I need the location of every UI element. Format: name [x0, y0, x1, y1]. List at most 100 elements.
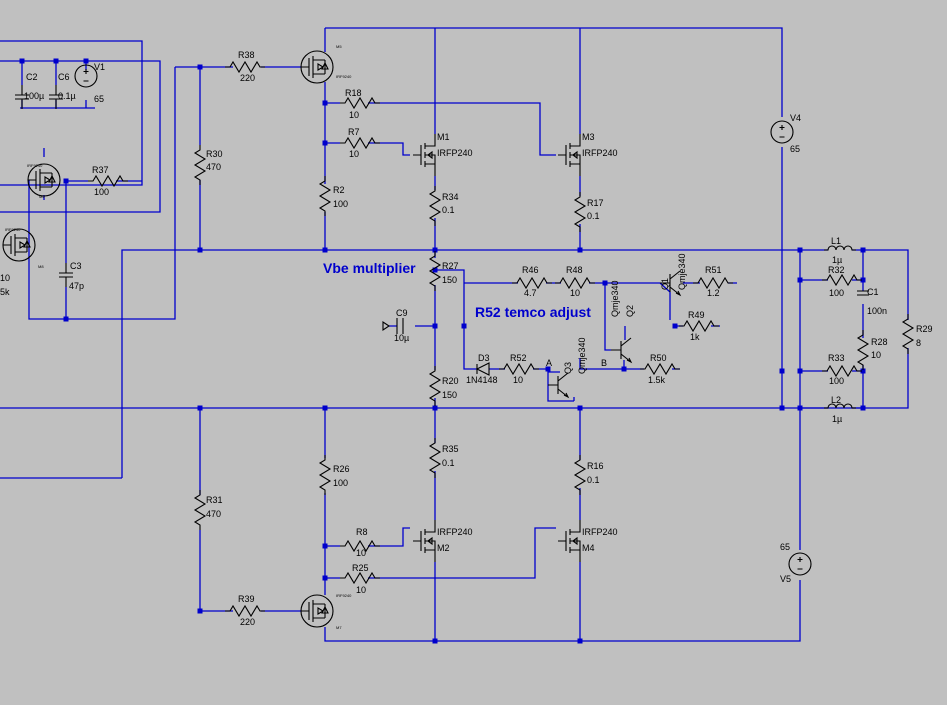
junction-dot: [577, 247, 583, 253]
junction-dot: [432, 638, 438, 644]
m3-value: IRFP240: [582, 148, 618, 158]
junction-dot: [322, 543, 328, 549]
junction-dot: [621, 366, 627, 372]
r39-name: R39: [238, 594, 255, 604]
l2-value: 1µ: [832, 414, 842, 424]
q1-value: Qmje340: [677, 253, 687, 290]
r28-name: R28: [871, 337, 888, 347]
r49-value: 1k: [690, 332, 700, 342]
r32-value: 100: [829, 288, 844, 298]
r48-name: R48: [566, 265, 583, 275]
c6-name: C6: [58, 72, 70, 82]
r27-name: R27: [442, 261, 459, 271]
r7-name: R7: [348, 127, 360, 137]
m1-value: IRFP240: [437, 148, 473, 158]
annotation-vbe-multiplier: Vbe multiplier: [323, 260, 416, 276]
node-label-b: B: [601, 358, 607, 368]
junction-dot: [797, 277, 803, 283]
v4-name: V4: [790, 113, 801, 123]
r50-name: R50: [650, 353, 667, 363]
junction-dot: [322, 100, 328, 106]
c9-name: C9: [396, 308, 408, 318]
m8-name: M8: [38, 264, 44, 269]
junction-dot: [63, 178, 69, 184]
junction-dot: [432, 323, 438, 329]
junction-dot: [797, 247, 803, 253]
q2-value: Qmje340: [610, 280, 620, 317]
junction-dot: [779, 368, 785, 374]
r32-name: R32: [828, 265, 845, 275]
r28-value: 10: [871, 350, 881, 360]
r49-name: R49: [688, 310, 705, 320]
m2-value: IRFP240: [437, 527, 473, 537]
junction-dot: [797, 405, 803, 411]
m4-value: IRFP240: [582, 527, 618, 537]
l1-value: 1µ: [832, 255, 842, 265]
junction-dot: [322, 405, 328, 411]
junction-dot: [197, 608, 203, 614]
junction-dot: [19, 58, 25, 64]
r29-value: 8: [916, 338, 921, 348]
junction-dot: [432, 267, 438, 273]
r51-value: 1.2: [707, 288, 720, 298]
r25-name: R25: [352, 563, 369, 573]
r38-name: R38: [238, 50, 255, 60]
r30-name: R30: [206, 149, 223, 159]
junction-dot: [432, 247, 438, 253]
m5-name: M5: [336, 44, 342, 49]
c2-value: 100µ: [24, 91, 44, 101]
junction-dot: [197, 247, 203, 253]
r26-value: 100: [333, 478, 348, 488]
junction-dot: [602, 280, 608, 286]
c6-value: 0.1µ: [58, 91, 76, 101]
q3-value: Qmje340: [577, 337, 587, 374]
r26-name: R26: [333, 464, 350, 474]
node-label-a: A: [546, 358, 552, 368]
m2-name: M2: [437, 543, 450, 553]
r34-value: 0.1: [442, 205, 455, 215]
r10-name: 10: [0, 273, 10, 283]
r38-value: 220: [240, 73, 255, 83]
junction-dot: [860, 247, 866, 253]
r29-name: R29: [916, 324, 933, 334]
v1-name: V1: [94, 62, 105, 72]
m7-name: M7: [336, 625, 342, 630]
junction-dot: [577, 405, 583, 411]
junction-dots: [19, 58, 866, 644]
annotation-r52-temco: R52 temco adjust: [475, 304, 591, 320]
r51-name: R51: [705, 265, 722, 275]
junction-dot: [779, 405, 785, 411]
r31-value: 470: [206, 509, 221, 519]
junction-dot: [860, 405, 866, 411]
r17-name: R17: [587, 198, 604, 208]
junction-dot: [322, 247, 328, 253]
r25-value: 10: [356, 585, 366, 595]
v5-name: V5: [780, 574, 791, 584]
c3-value: 47p: [69, 281, 84, 291]
m5-value: IRF9240: [336, 74, 352, 79]
r16-name: R16: [587, 461, 604, 471]
r37-value: 100: [94, 187, 109, 197]
r2-value: 100: [333, 199, 348, 209]
r35-name: R35: [442, 444, 459, 454]
r31-name: R31: [206, 495, 223, 505]
junction-dot: [322, 140, 328, 146]
r17-value: 0.1: [587, 211, 600, 221]
m1-name: M1: [437, 132, 450, 142]
m4-name: M4: [582, 543, 595, 553]
r30-value: 470: [206, 162, 221, 172]
r20-name: R20: [442, 376, 459, 386]
m3-name: M3: [582, 132, 595, 142]
r39-value: 220: [240, 617, 255, 627]
components: [2, 50, 914, 628]
d3-value: 1N4148: [466, 375, 498, 385]
c9-value: 10µ: [394, 333, 409, 343]
v5-value: 65: [780, 542, 790, 552]
r50-value: 1.5k: [648, 375, 666, 385]
r46-name: R46: [522, 265, 539, 275]
junction-dot: [322, 575, 328, 581]
wires: [0, 27, 909, 642]
v4-value: 65: [790, 144, 800, 154]
r2-name: R2: [333, 185, 345, 195]
